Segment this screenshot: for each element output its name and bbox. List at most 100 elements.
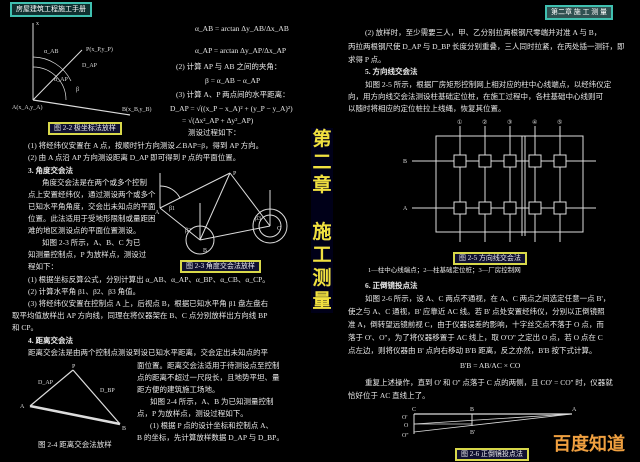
paragraph-line: (2) 计算水平角 β1、β2、β3 角值。 [28, 287, 141, 296]
fig24-label: D_BP [100, 388, 115, 394]
right-header-badge: 第二章 施 工 测 量 [545, 5, 613, 20]
fig23-label: β3 [255, 216, 261, 222]
fig26-label: B' [470, 430, 475, 436]
chapter-title: 第 二 章 施 工 测 量 [311, 128, 333, 313]
formula-alpha-ab: α_AB = arctan Δy_AB/Δx_AB [195, 24, 289, 33]
section-heading: 6. 正倒镜投点法 [365, 281, 418, 290]
fig22-label: x [36, 21, 39, 27]
fig24-label: A [20, 404, 25, 410]
step-2: (2) 计算 AP 与 AB 之间的夹角： [176, 62, 282, 71]
paragraph-line: 点上安置经纬仪，通过测设两个或多个 [28, 190, 156, 199]
axis-label: ④ [532, 119, 537, 126]
axis-label: B [403, 159, 407, 165]
paragraph-line: (1) 将经纬仪安置在 A 点，按顺时针方向测设∠BAP=β，得到 AP 方向。 [28, 141, 264, 150]
figure-2-2-diagram: x P(x_P,y_P) α_AB D_AP α_AP β A(x_A,y_A)… [12, 21, 152, 116]
chapter-title-char: 测 [312, 267, 332, 289]
paragraph-line: 如图 2-5 所示，根据厂房矩形控制网上相对应的柱中心线端点，以经纬仪定 [365, 80, 612, 89]
paragraph-line: 难的地区测设点的平面位置测设。 [28, 226, 141, 235]
formula-beta: β = α_AB − α_AP [205, 76, 261, 85]
paragraph-line: 位置。此法适用于受地形限制或量距困 [28, 214, 156, 223]
paragraph-line: 面位置。距离交会法适用于待测设点至控制 [137, 361, 280, 370]
paragraph-line: 如图 2-4 所示，A、B 为已知测量控制 [150, 397, 274, 406]
formula-bb: B'B = AB/AC × CO [460, 361, 521, 370]
section-heading: 5. 方向线交会法 [365, 67, 418, 76]
paragraph-line: 求得 P 点。 [348, 55, 386, 64]
fig23-label: β2 [185, 228, 191, 234]
fig22-label: α_AP [54, 77, 68, 83]
section-heading: 4. 距离交会法 [28, 336, 73, 345]
fig26-label: O' [402, 415, 407, 421]
figure-2-3-diagram: P A B C β1 β2 β3 [155, 171, 288, 255]
fig23-label: β1 [169, 206, 175, 212]
chapter-title-char: 二 [312, 151, 332, 173]
paragraph-line: 准 A，倒转望远镜前视 C，由于仪器误差的影响，十字丝交点不落于 O 点，而 [348, 320, 604, 329]
fig22-label: P(x_P,y_P) [86, 46, 113, 53]
baidu-zhidao-watermark: 百度知道 [553, 434, 625, 455]
step-3: (3) 计算 A、P 两点间的水平距离： [176, 90, 290, 99]
fig26-label: A [572, 407, 577, 413]
paragraph-line: (1) 根据 P 点的设计坐标和控制点 A、 [150, 421, 274, 430]
fig24-label: D_AP [38, 380, 54, 386]
paragraph-line: 如图 2-3 所示，A、B、C 为已 [42, 238, 141, 247]
paragraph-line: 使之与 A、C 通视，B' 应靠近 AC 线。若 B' 点处安置经纬仪，分别以正… [348, 307, 605, 316]
paragraph-line: 重复上述操作，直到 O' 和 O'' 点落于 C 点的两侧，且 CO' = CO… [365, 378, 613, 387]
fig26-label: O'' [402, 433, 409, 439]
process-heading: 测设过程如下： [188, 128, 241, 137]
paragraph-line: 点左边，则将仪器由 B' 点向右移动 B'B 距离，反之亦然，B'B 按下式计算… [348, 346, 597, 355]
paragraph-line: 取平均值放样出 AP 方向线，同理在将仪器架在 B、C 点分别放样出方向线 BP [12, 311, 268, 320]
fig22-label: B(x_B,y_B) [122, 106, 152, 113]
paragraph-line: 落于 O'、O''，为了将仪器移置于 AC 线上，取 O'O'' 之定出 O 点… [348, 333, 603, 342]
formula-distance-2: = √(Δx²_AP + Δy²_AP) [182, 116, 254, 125]
figure-2-2-caption: 图 2-2 极坐标法放样 [48, 122, 122, 135]
fig22-label: β [76, 87, 79, 93]
paragraph-line: 点的距离不超过一尺段长，且地势平坦、量 [137, 373, 280, 382]
figure-2-4-caption: 图 2-4 距离交会法放样 [38, 440, 112, 449]
paragraph-line: 知测量控制点，P 为放样点，测设过 [28, 250, 147, 259]
axis-label: ③ [507, 119, 512, 126]
section-heading: 3. 角度交会法 [28, 166, 73, 175]
fig23-label: C [277, 226, 281, 232]
figure-2-3-caption: 图 2-3 角度交会法放样 [180, 260, 261, 273]
paragraph-line: 角度交会法是在两个或多个控制 [42, 178, 147, 187]
chapter-title-char: 工 [312, 244, 332, 266]
left-header-badge: 房屋建筑工程施工手册 [10, 2, 92, 17]
paragraph-line: (3) 将经纬仪安置在控制点 A 上，后视点 B，根据已知水平角 β1 盘左盘右 [28, 299, 269, 308]
figure-2-6-caption: 图 2-6 正倒镜投点法 [455, 448, 529, 461]
paragraph-line: 距离交会法是由两个控制点测设到设已知水平距离，交会定出未知点的平 [28, 348, 268, 357]
figure-2-5-grid-diagram: ① ② ③ ④ ⑤ B A [403, 119, 596, 242]
chapter-title-char: 量 [312, 290, 332, 312]
formula-distance: D_AP = √((x_P − x_A)² + (y_P − y_A)²) [170, 104, 293, 113]
fig23-label: P [233, 171, 237, 177]
paragraph-line: 和 CP。 [12, 323, 39, 332]
fig23-label: A [155, 210, 160, 216]
paragraph-line: 恰好位于 AC 直线上了。 [348, 391, 430, 400]
axis-label: A [403, 206, 408, 212]
axis-label: ② [482, 119, 487, 126]
paragraph-line: 距方便的建筑施工场地。 [137, 385, 220, 394]
paragraph-line: 向，用方向线交会法测设柱基础定位桩，在施工过程中，各柱基础中心线则可 [348, 92, 603, 101]
paragraph-line: 以随时将相应的定位桩拉上线绳，恢复其位置。 [348, 104, 506, 113]
figure-2-5-legend: 1—柱中心线端点；2—柱基础定位桩；3—厂房控制网 [368, 267, 521, 274]
fig22-label: D_AP [82, 63, 98, 69]
chapter-title-char: 施 [312, 221, 332, 243]
fig23-label: B [203, 248, 207, 254]
figure-2-5-caption: 图 2-5 方向线交会法 [453, 252, 527, 265]
fig24-label: B [122, 426, 126, 432]
axis-label: ① [457, 119, 462, 126]
fig26-label: C [412, 407, 416, 413]
fig22-label: α_AB [44, 49, 58, 55]
paragraph-line: (1) 根据坐标反算公式，分别计算出 α_AB、α_AP、α_BP、α_CB、α… [28, 275, 270, 284]
figure-2-6-diagram: C B A O' O O'' B' [402, 407, 577, 439]
fig24-label: P [72, 364, 76, 370]
paragraph-line: (2) 由 A 点沿 AP 方向测设距离 D_AP 即可得到 P 点的平面位置。 [28, 153, 241, 162]
formula-alpha-ap: α_AP = arctan Δy_AP/Δx_AP [195, 46, 287, 55]
paragraph-line: 程如下： [28, 262, 58, 271]
chapter-title-char: 第 [312, 128, 332, 150]
paragraph-line: 已知水平角角度，交会出未知点的平面 [28, 202, 156, 211]
paragraph-line: (2) 放样时，至少需要三人，甲、乙分别拉两根钢尺零端并对准 A 与 B， [365, 28, 602, 37]
fig26-label: O [404, 423, 409, 429]
paragraph-line: B 的坐标，先计算放样数据 D_AP 与 D_BP。 [137, 433, 284, 442]
paragraph-line: 如图 2-6 所示，设 A、C 两点不通视，在 A、C 两点之间选定任意一点 B… [365, 294, 611, 303]
fig22-label: A(x_A,y_A) [12, 104, 43, 111]
axis-label: ⑤ [557, 119, 562, 126]
